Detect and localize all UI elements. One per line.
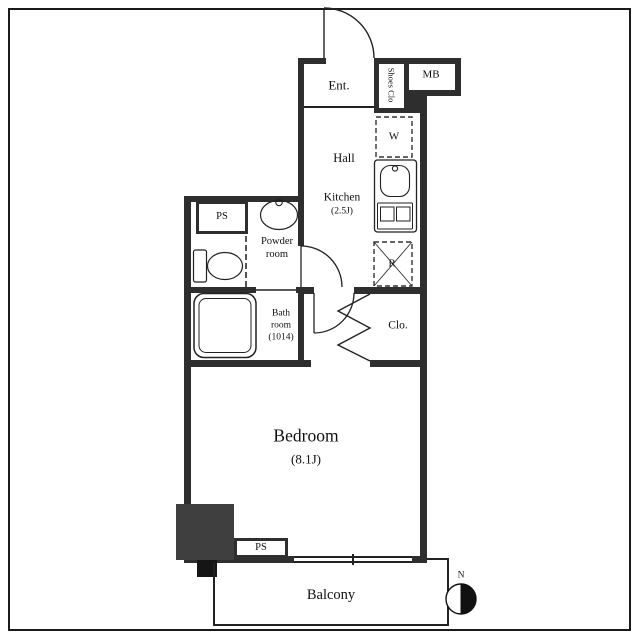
wall-left-block-top bbox=[184, 196, 304, 202]
bathroom-label-line1: Bath bbox=[272, 308, 290, 319]
pillar-stub bbox=[197, 560, 217, 577]
wall-hall-bottom-stub bbox=[304, 287, 314, 294]
compass-icon bbox=[445, 583, 477, 615]
washer-space-box bbox=[375, 116, 413, 158]
wall-bedroom-bottom-left bbox=[184, 556, 294, 563]
wall-bath-bottom bbox=[184, 360, 311, 367]
bathroom-label-line3: (1014) bbox=[268, 332, 294, 343]
bathroom-label-line2: room bbox=[270, 320, 292, 331]
balcony-top-connector bbox=[427, 558, 449, 560]
refrigerator-label: R bbox=[388, 257, 396, 270]
image-border bbox=[8, 8, 631, 631]
kitchen-counter bbox=[373, 159, 418, 233]
toilet-divider-dashed bbox=[245, 236, 247, 287]
wall-mb-bottom bbox=[404, 90, 461, 96]
washer-label: W bbox=[388, 130, 400, 143]
pipe-space-upper-label: PS bbox=[216, 210, 228, 222]
bedroom-window-mullion bbox=[352, 554, 354, 565]
wall-bath-right bbox=[298, 287, 304, 367]
powder-room-door bbox=[300, 245, 343, 288]
shoes-closet-label: Shoes Clo bbox=[386, 67, 397, 103]
wall-left-main bbox=[184, 196, 191, 563]
kitchen-size-label: (2.5J) bbox=[331, 206, 353, 217]
balcony-label: Balcony bbox=[306, 586, 356, 603]
closet-bifold-door bbox=[336, 293, 372, 362]
wall-top-right bbox=[374, 58, 461, 64]
faucet-icon bbox=[391, 165, 399, 172]
bedroom-size-label: (8.1J) bbox=[291, 451, 321, 467]
bedroom-door bbox=[313, 292, 355, 334]
compass-north-label: N bbox=[457, 570, 465, 581]
toilet bbox=[192, 249, 244, 283]
wall-corner-fill bbox=[409, 96, 420, 113]
pipe-space-lower-label: PS bbox=[255, 541, 267, 553]
balcony-bottom-line bbox=[213, 624, 449, 626]
wall-bedroom-bottom-right bbox=[412, 556, 427, 563]
hall-label: Hall bbox=[333, 150, 355, 165]
wall-bath-top-a bbox=[184, 287, 256, 293]
powder-sink bbox=[259, 198, 299, 231]
meter-box-label: MB bbox=[422, 68, 440, 81]
wall-shoes-bottom bbox=[374, 108, 420, 113]
wall-closet-bottom bbox=[370, 360, 427, 367]
wall-shoes-left bbox=[374, 58, 379, 113]
bedroom-label: Bedroom bbox=[273, 425, 339, 446]
stove-outline bbox=[377, 202, 413, 230]
pipe-space-lower-box bbox=[234, 538, 288, 558]
balcony-left-line bbox=[213, 563, 215, 626]
powder-room-label-line1: Powder bbox=[260, 235, 294, 247]
entrance-step-line bbox=[304, 106, 374, 108]
wall-closet-top bbox=[354, 287, 427, 294]
powder-room-label-line2: room bbox=[265, 248, 289, 260]
wall-top-left bbox=[298, 58, 326, 64]
stove-burner-right bbox=[396, 206, 411, 222]
wall-right-main bbox=[420, 90, 427, 563]
wall-right-upper bbox=[455, 58, 461, 96]
refrigerator-space-box bbox=[373, 241, 413, 287]
wall-powder-right bbox=[298, 202, 304, 246]
structural-pillar bbox=[176, 504, 234, 560]
pipe-space-upper-box bbox=[196, 201, 248, 234]
bathtub bbox=[193, 292, 257, 359]
entrance-label: Ent. bbox=[328, 77, 350, 93]
wall-mb-left bbox=[404, 58, 409, 113]
entrance-door bbox=[323, 7, 375, 59]
stove-burner-left bbox=[380, 206, 395, 222]
wall-corridor-left bbox=[298, 58, 304, 206]
kitchen-label: Kitchen bbox=[323, 191, 361, 204]
closet-label: Clo. bbox=[388, 319, 408, 332]
